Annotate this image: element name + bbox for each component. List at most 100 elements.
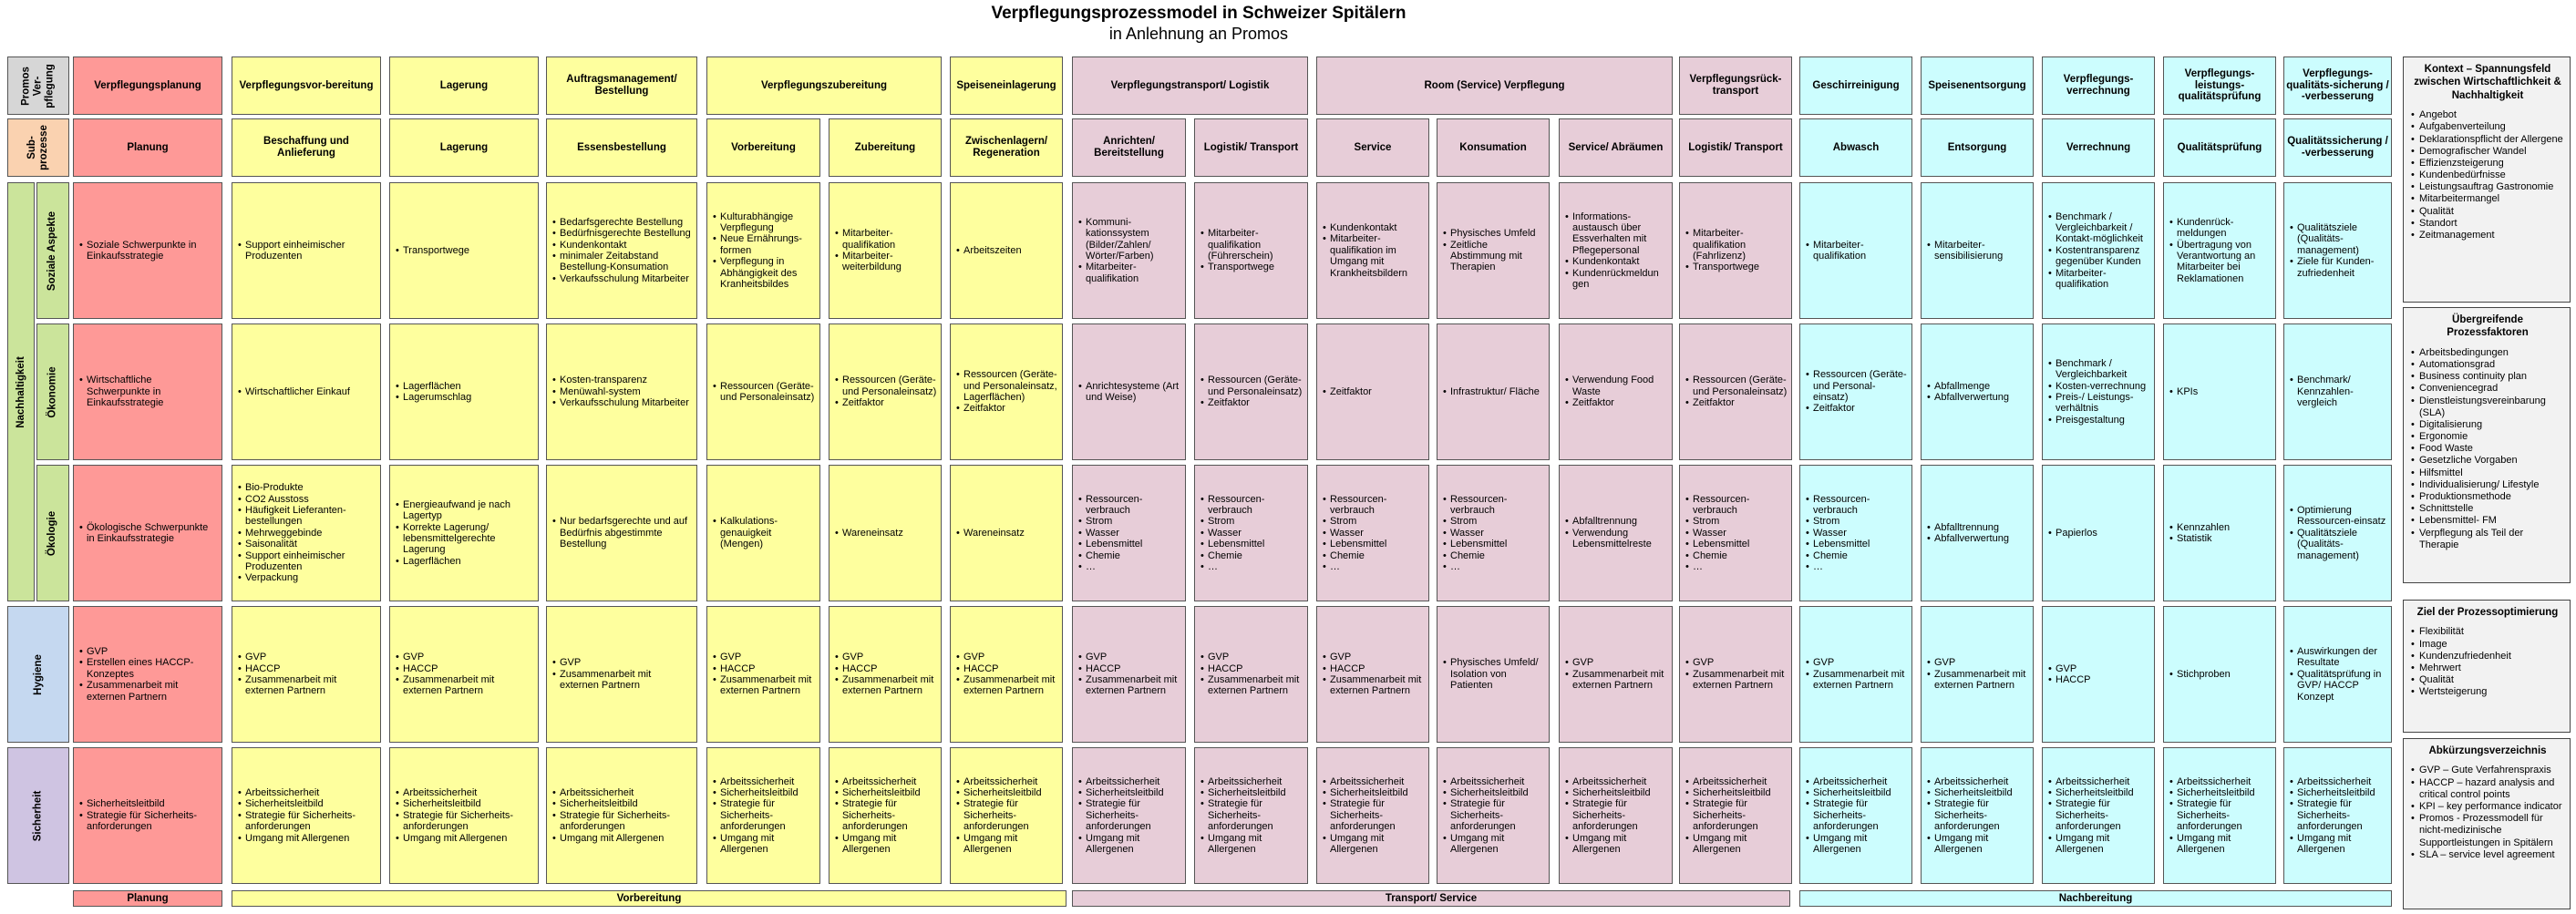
list-item: Wasser [1806, 528, 1908, 539]
sidebar-list-item: Ergonomie [2411, 431, 2564, 443]
bullet-list: Papierlos [2048, 528, 2150, 539]
list-item: Strom [1323, 516, 1425, 528]
cell-oekonomie: Wirtschaftliche Schwerpunkte in Einkaufs… [73, 323, 222, 460]
sidebar-ziel-prozessoptimierung: Ziel der ProzessoptimierungFlexibilitätI… [2403, 600, 2571, 733]
bullet-list: GVPZusammenarbeit mit externen Partnern [552, 657, 693, 691]
cell-hygiene: Stichproben [2163, 606, 2276, 743]
subprocess-header: Abwasch [1799, 118, 1912, 177]
bullet-list: Ressourcen-verbrauchStromWasserLebensmit… [1200, 494, 1303, 573]
list-item: Sicherheitsleitbild [1323, 787, 1425, 799]
list-item: Strategie für Sicherheits-anforderungen [1806, 798, 1908, 832]
list-item: Infrastruktur/ Fläche [1443, 386, 1545, 398]
list-item: Transportwege [1685, 262, 1788, 273]
list-item: Strategie für Sicherheits-anforderungen [713, 798, 816, 832]
list-item: Strategie für Sicherheits-anforderungen [396, 810, 534, 833]
list-item: GVP [1323, 652, 1425, 663]
bullet-list: ArbeitssicherheitSicherheitsleitbildStra… [1323, 776, 1425, 856]
cell-hygiene: GVPHACCPZusammenarbeit mit externen Part… [232, 606, 381, 743]
bullet-list: GVPHACCPZusammenarbeit mit externen Part… [835, 652, 937, 697]
bullet-list: Mitarbeiter-qualifikation (Führerschein)… [1200, 228, 1303, 273]
list-item: Strategie für Sicherheits-anforderungen [238, 810, 376, 833]
cell-hygiene: GVPHACCPZusammenarbeit mit externen Part… [389, 606, 539, 743]
list-item: Chemie [1685, 550, 1788, 562]
bullet-list: Ökologische Schwerpunkte in Einkaufsstra… [79, 522, 218, 545]
subprocess-header: Logistik/ Transport [1679, 118, 1792, 177]
cell-oekologie: Wareneinsatz [829, 465, 942, 601]
list-item: Verwendung Food Waste [1565, 375, 1668, 397]
list-item: Strategie für Sicherheits-anforderungen [956, 798, 1058, 832]
cell-sicherheit: ArbeitssicherheitSicherheitsleitbildStra… [1194, 747, 1308, 884]
list-item: Neue Ernährungs-formen [713, 233, 816, 256]
list-item: Arbeitszeiten [956, 245, 1058, 257]
cell-hygiene: GVPErstellen eines HACCP-KonzeptesZusamm… [73, 606, 222, 743]
sidebar-list-item: Deklarationspflicht der Allergene [2411, 134, 2564, 146]
bullet-list: Auswirkungen der ResultateQualitätsprüfu… [2290, 646, 2387, 703]
list-item: HACCP [1323, 663, 1425, 675]
sidebar-list-item: Wertsteigerung [2411, 686, 2564, 698]
subprocess-header: Anrichten/ Bereitstellung [1072, 118, 1186, 177]
list-item: Qualitätsprüfung in GVP/ HACCP Konzept [2290, 669, 2387, 703]
bullet-list: Wareneinsatz [835, 528, 937, 539]
list-item: Umgang mit Allergenen [1200, 833, 1303, 856]
list-item: … [1078, 561, 1181, 573]
cell-sicherheit: ArbeitssicherheitSicherheitsleitbildStra… [1072, 747, 1186, 884]
list-item: HACCP [956, 663, 1058, 675]
cell-oekonomie: Ressourcen (Geräte- und Personaleinsatz)… [1194, 323, 1308, 460]
cell-soziale: Bedarfsgerechte BestellungBedürfnisgerec… [546, 182, 697, 319]
sidebar-list-item: Gesetzliche Vorgaben [2411, 455, 2564, 467]
list-item: Kundenkontakt [1323, 222, 1425, 234]
bullet-list: Wirtschaftlicher Einkauf [238, 386, 376, 398]
cell-oekonomie: Ressourcen (Geräte- und Personaleinsatz)… [829, 323, 942, 460]
list-item: Arbeitssicherheit [713, 776, 816, 788]
list-item: Wasser [1200, 528, 1303, 539]
list-item: Übertragung von Verantwortung an Mitarbe… [2169, 240, 2272, 285]
list-item: Sicherheitsleitbild [1200, 787, 1303, 799]
list-item: Häufigkeit Lieferanten-bestellungen [238, 505, 376, 528]
subprocess-header: Entsorgung [1921, 118, 2034, 177]
sidebar-list-item: Qualität [2411, 206, 2564, 218]
list-item: Strategie für Sicherheits-anforderungen [2290, 798, 2387, 832]
sidebar-list-item: Leistungsauftrag Gastronomie [2411, 181, 2564, 193]
cell-oekologie: Ökologische Schwerpunkte in Einkaufsstra… [73, 465, 222, 601]
cell-sicherheit: ArbeitssicherheitSicherheitsleitbildStra… [2283, 747, 2392, 884]
list-item: GVP [396, 652, 534, 663]
bullet-list: Bio-ProdukteCO2 AusstossHäufigkeit Liefe… [238, 482, 376, 584]
bullet-list: ArbeitssicherheitSicherheitsleitbildStra… [2048, 776, 2150, 856]
list-item: Umgang mit Allergenen [238, 833, 376, 845]
sidebar-list-item: SLA – service level agreement [2411, 849, 2564, 861]
list-item: Verpackung [238, 572, 376, 584]
cell-soziale: Transportwege [389, 182, 539, 319]
sidebar-abkuerzungsverzeichnis: AbkürzungsverzeichnisGVP – Gute Verfahre… [2403, 738, 2571, 909]
list-item: Kosten-verrechnung [2048, 381, 2150, 393]
list-item: GVP [835, 652, 937, 663]
list-item: Ressourcen-verbrauch [1443, 494, 1545, 517]
list-item: Zusammenarbeit mit externen Partnern [1565, 669, 1668, 692]
list-item: Transportwege [396, 245, 534, 257]
cell-oekonomie: Ressourcen (Geräte- und Personaleinsatz) [706, 323, 820, 460]
row-label-promos: Promos Ver-pflegung [7, 56, 69, 115]
bullet-list: GVPZusammenarbeit mit externen Partnern [1927, 657, 2029, 691]
cell-soziale: Mitarbeiter-qualifikation (Führerschein)… [1194, 182, 1308, 319]
list-item: Umgang mit Allergenen [835, 833, 937, 856]
cell-oekonomie: Ressourcen (Geräte- und Personaleinsatz,… [950, 323, 1063, 460]
cell-sicherheit: ArbeitssicherheitSicherheitsleitbildStra… [1316, 747, 1429, 884]
sidebar-list-item: Business continuity plan [2411, 371, 2564, 383]
bullet-list: Ressourcen-verbrauchStromWasserLebensmit… [1078, 494, 1181, 573]
subprocess-header: Vorbereitung [706, 118, 820, 177]
list-item: Zeitfaktor [1806, 403, 1908, 415]
list-item: Ressourcen-verbrauch [1078, 494, 1181, 517]
list-item: Verwendung Lebensmittelreste [1565, 528, 1668, 550]
cell-sicherheit: SicherheitsleitbildStrategie für Sicherh… [73, 747, 222, 884]
list-item: Verkaufsschulung Mitarbeiter [552, 397, 693, 409]
list-item: Arbeitssicherheit [2169, 776, 2272, 788]
cell-oekologie: Kalkulations-genauigkeit (Mengen) [706, 465, 820, 601]
list-item: Mitarbeiter-qualifikation [835, 228, 937, 251]
bullet-list: Ressourcen-verbrauchStromWasserLebensmit… [1806, 494, 1908, 573]
bullet-list: Benchmark / Vergleichbarkeit / Kontakt-m… [2048, 211, 2150, 291]
list-item: Zusammenarbeit mit externen Partnern [1078, 674, 1181, 697]
sidebar-list-item: Hilfsmittel [2411, 467, 2564, 479]
bullet-list: GVPZusammenarbeit mit externen Partnern [1685, 657, 1788, 691]
sidebar-list-item: Conveniencegrad [2411, 383, 2564, 395]
phase-bar-vorbereitung: Vorbereitung [232, 890, 1066, 907]
list-item: KPIs [2169, 386, 2272, 398]
